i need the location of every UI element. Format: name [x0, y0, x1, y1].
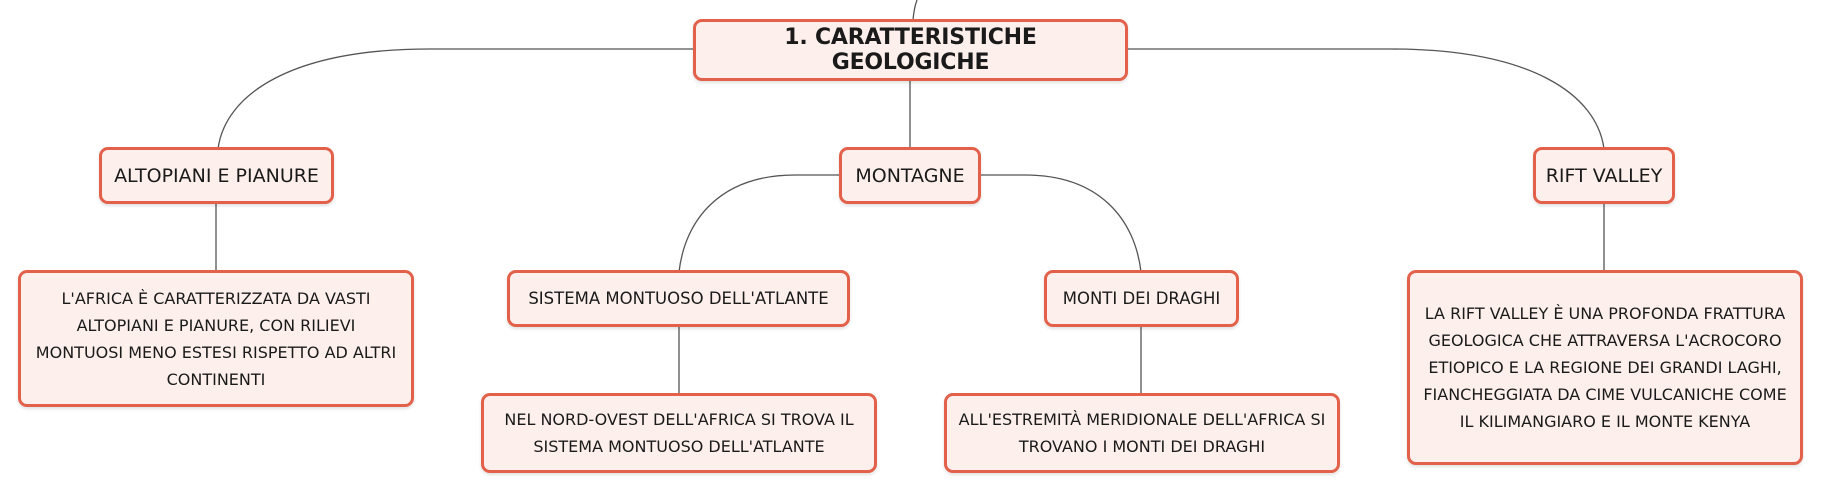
topic-altopiani-pianure-label: ALTOPIANI E PIANURE — [114, 164, 319, 187]
connector-parent-root — [912, 0, 918, 21]
detail-rift-valley[interactable]: LA RIFT VALLEY È UNA PROFONDA FRATTURA G… — [1407, 270, 1803, 465]
topic-monti-draghi[interactable]: MONTI DEI DRAGHI — [1044, 270, 1239, 327]
root-topic[interactable]: 1. CARATTERISTICHE GEOLOGICHE — [693, 19, 1128, 81]
detail-sistema-atlante[interactable]: NEL NORD-OVEST DELL'AFRICA SI TROVA IL S… — [481, 393, 877, 473]
detail-sistema-atlante-text: NEL NORD-OVEST DELL'AFRICA SI TROVA IL S… — [504, 410, 854, 456]
detail-monti-draghi[interactable]: ALL'ESTREMITÀ MERIDIONALE DELL'AFRICA SI… — [944, 393, 1340, 473]
topic-montagne[interactable]: MONTAGNE — [839, 147, 981, 204]
detail-altopiani-pianure[interactable]: L'AFRICA È CARATTERIZZATA DA VASTI ALTOP… — [18, 270, 414, 407]
root-topic-label: 1. CARATTERISTICHE GEOLOGICHE — [784, 25, 1037, 75]
connector-montagne-draghi — [980, 174, 1142, 273]
connector-root-rift — [1126, 48, 1605, 150]
topic-rift-valley[interactable]: RIFT VALLEY — [1533, 147, 1675, 204]
detail-monti-draghi-text: ALL'ESTREMITÀ MERIDIONALE DELL'AFRICA SI… — [958, 410, 1326, 456]
detail-altopiani-pianure-text: L'AFRICA È CARATTERIZZATA DA VASTI ALTOP… — [35, 288, 397, 389]
topic-monti-draghi-label: MONTI DEI DRAGHI — [1062, 289, 1221, 308]
connector-root-altopiani — [217, 48, 695, 150]
detail-rift-valley-text: LA RIFT VALLEY È UNA PROFONDA FRATTURA G… — [1423, 304, 1787, 431]
topic-sistema-atlante[interactable]: SISTEMA MONTUOSO DELL'ATLANTE — [507, 270, 850, 327]
topic-sistema-atlante-label: SISTEMA MONTUOSO DELL'ATLANTE — [528, 289, 829, 308]
connector-montagne-atlante — [678, 174, 840, 273]
topic-montagne-label: MONTAGNE — [855, 164, 965, 187]
topic-rift-valley-label: RIFT VALLEY — [1545, 164, 1663, 187]
topic-altopiani-pianure[interactable]: ALTOPIANI E PIANURE — [99, 147, 334, 204]
